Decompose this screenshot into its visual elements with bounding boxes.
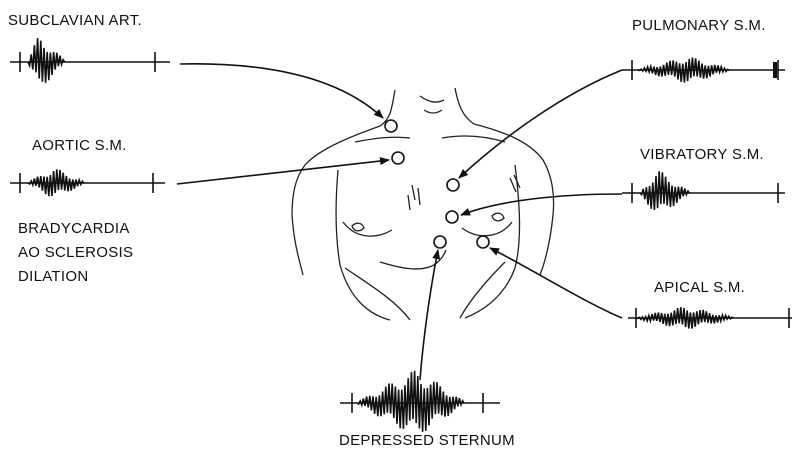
arrow-pulmonary xyxy=(459,70,622,178)
neck-right xyxy=(455,88,474,124)
point-aortic[interactable] xyxy=(392,152,404,164)
wave-aortic xyxy=(10,169,165,196)
label-causes-list: BRADYCARDIA AO SCLEROSIS DILATION xyxy=(18,217,133,289)
point-apical[interactable] xyxy=(477,236,489,248)
label-pulmonary: PULMONARY S.M. xyxy=(632,17,766,35)
label-cause-sclerosis: AO SCLEROSIS xyxy=(18,241,133,265)
wave-sternum-oscillation xyxy=(357,371,464,432)
label-vibratory: VIBRATORY S.M. xyxy=(640,146,764,164)
wave-pulmonary xyxy=(622,58,785,83)
arrow-apical xyxy=(490,248,622,318)
wave-vibratory xyxy=(622,171,785,210)
wave-pulmonary-oscillation xyxy=(638,58,729,83)
label-apical: APICAL S.M. xyxy=(654,279,745,297)
point-subclavian[interactable] xyxy=(385,120,397,132)
wave-apical xyxy=(628,307,792,328)
label-aortic: AORTIC S.M. xyxy=(32,137,127,155)
wave-apical-oscillation xyxy=(636,307,734,328)
torso-drawing xyxy=(292,88,554,320)
arrow-sternum xyxy=(420,250,438,380)
wave-aortic-oscillation xyxy=(28,169,84,196)
label-depressed: DEPRESSED STERNUM xyxy=(339,432,515,450)
point-sternum[interactable] xyxy=(434,236,446,248)
wave-subclavian xyxy=(10,38,170,83)
point-pulmonary[interactable] xyxy=(447,179,459,191)
wave-subclavian-oscillation xyxy=(28,38,65,83)
chest-hatch-1 xyxy=(408,185,420,210)
pectoral-left xyxy=(343,222,392,236)
torso-side-right xyxy=(465,165,520,318)
nipple-left xyxy=(352,223,364,231)
neck-shade xyxy=(420,96,444,113)
torso-side-left xyxy=(336,170,390,320)
arrow-vibratory xyxy=(461,194,622,215)
label-subclavian: SUBCLAVIAN ART. xyxy=(8,12,142,30)
nipple-right xyxy=(492,213,504,221)
clavicle-right xyxy=(442,136,505,142)
wave-vibratory-oscillation xyxy=(640,171,690,210)
point-vibratory[interactable] xyxy=(446,211,458,223)
rib-margin-left xyxy=(345,268,410,320)
pectoral-right xyxy=(462,222,512,236)
arrow-subclavian xyxy=(180,64,383,118)
wave-pulmonary-second-sound xyxy=(773,62,777,78)
arm-right xyxy=(540,215,553,275)
label-cause-bradycardia: BRADYCARDIA xyxy=(18,217,133,241)
label-cause-dilation: DILATION xyxy=(18,265,133,289)
arrow-aortic xyxy=(177,160,389,184)
clavicle-left xyxy=(355,137,410,142)
arm-left xyxy=(292,215,303,275)
chest-hatch-2 xyxy=(510,175,520,192)
